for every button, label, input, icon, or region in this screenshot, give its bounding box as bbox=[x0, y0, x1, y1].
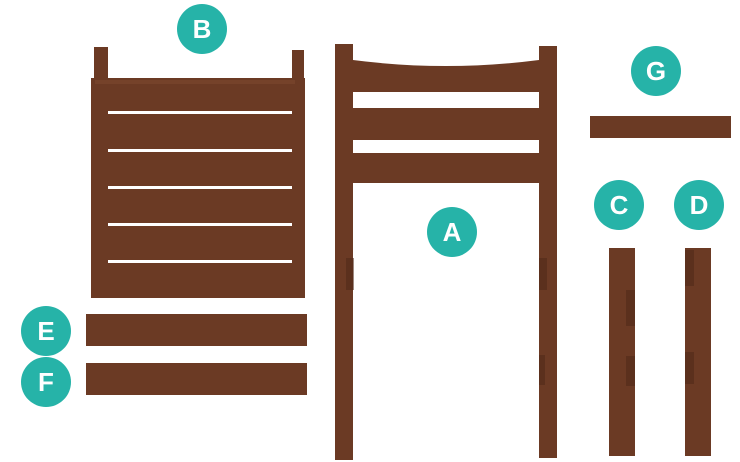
svg-text:D: D bbox=[690, 190, 709, 220]
label-g: G bbox=[631, 46, 681, 96]
svg-text:A: A bbox=[443, 217, 462, 247]
svg-text:C: C bbox=[610, 190, 629, 220]
label-f: F bbox=[21, 357, 71, 407]
svg-text:G: G bbox=[646, 56, 666, 86]
label-e: E bbox=[21, 306, 71, 356]
svg-text:B: B bbox=[193, 14, 212, 44]
label-a: A bbox=[427, 207, 477, 257]
label-d: D bbox=[674, 180, 724, 230]
part-a-back-frame bbox=[335, 44, 557, 460]
part-b-slatted-panel bbox=[91, 47, 305, 298]
part-g-top-rail bbox=[590, 116, 731, 138]
svg-text:E: E bbox=[37, 316, 54, 346]
label-b: B bbox=[177, 4, 227, 54]
part-d-leg bbox=[685, 248, 711, 456]
label-c: C bbox=[594, 180, 644, 230]
part-e-rail bbox=[86, 314, 307, 346]
svg-text:F: F bbox=[38, 367, 54, 397]
part-c-leg bbox=[609, 248, 635, 456]
part-f-rail bbox=[86, 363, 307, 395]
